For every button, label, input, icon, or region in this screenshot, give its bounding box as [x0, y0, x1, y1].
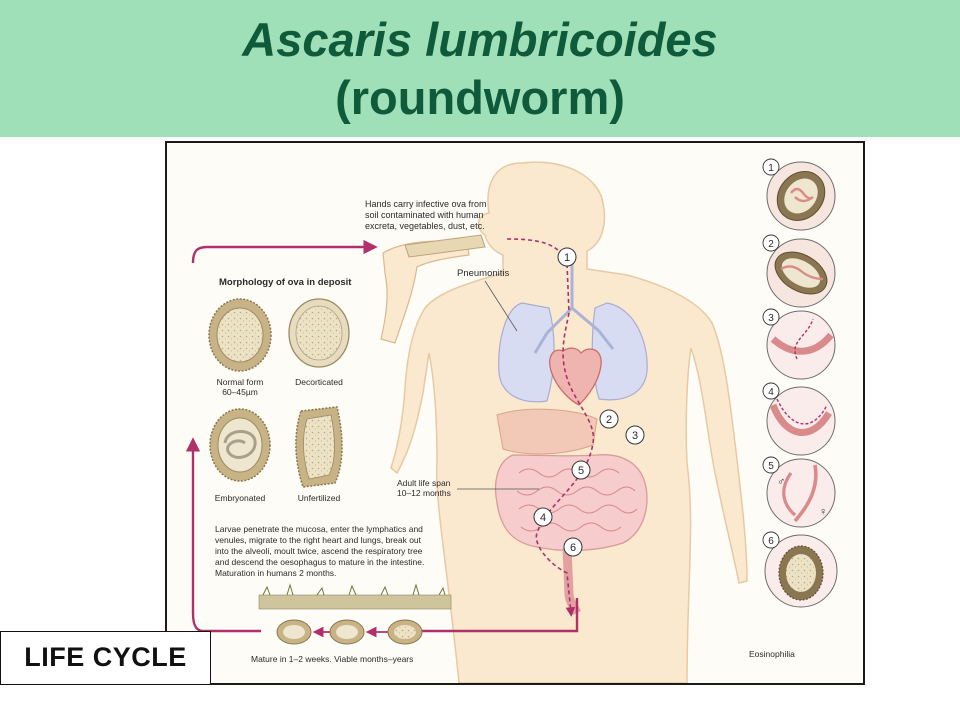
side-panel-6 [764, 534, 838, 608]
side-step-3: 3 [762, 308, 780, 326]
hands-caption-2: soil contaminated with human [365, 210, 484, 220]
morphology-title: Morphology of ova in deposit [219, 277, 352, 288]
mature-text: Mature in 1–2 weeks. Viable months–years [251, 654, 413, 664]
soil-strip [258, 594, 452, 610]
ovum-decorticated-label: Decorticated [295, 377, 343, 387]
life-cycle-label-box: LIFE CYCLE [0, 631, 211, 685]
ovum-embryonated [209, 408, 271, 482]
ovum-normal-label: Normal form [217, 377, 264, 387]
larvae-text-3: into the alveoli, moult twice, ascend th… [215, 546, 423, 556]
transmission-cycle-arrow [391, 598, 579, 639]
title-band [0, 0, 960, 137]
ovum-normal [208, 298, 272, 372]
eosinophilia-label: Eosinophilia [749, 649, 795, 659]
body-step-6: 6 [563, 537, 583, 557]
hands-caption-1: Hands carry infective ova from [365, 199, 487, 209]
side-step-5: 5 [762, 456, 780, 474]
svg-text:2: 2 [606, 414, 612, 426]
ovum-normal-size: 60–45µm [222, 387, 258, 397]
adult-life-label-2: 10–12 months [397, 488, 451, 498]
svg-text:6: 6 [768, 536, 774, 547]
right-lung [591, 302, 648, 401]
ovum-embryonated-label: Embryonated [215, 493, 266, 503]
left-lung [498, 302, 555, 403]
grass-tufts [262, 583, 446, 596]
larvae-text-4: and descend the oesophagus to mature in … [215, 557, 424, 567]
side-step-4: 4 [762, 382, 780, 400]
heart [549, 347, 602, 406]
body-step-1: 1 [557, 247, 577, 267]
svg-text:3: 3 [768, 313, 774, 324]
soil-egg-1 [276, 619, 312, 645]
held-object [404, 234, 486, 258]
body-step-5: 5 [571, 460, 591, 480]
intestine-coils [516, 468, 638, 532]
life-cycle-diagram: 1 2 3 4 5 6 Hands carry infective ova fr… [185, 158, 838, 683]
adult-life-label-1: Adult life span [397, 478, 451, 488]
side-panel-3 [766, 310, 836, 380]
svg-text:4: 4 [768, 387, 774, 398]
slide-title: Ascaris lumbricoides [242, 13, 718, 66]
liver [496, 408, 598, 455]
soil-egg-2 [329, 619, 365, 645]
svg-text:1: 1 [768, 163, 774, 174]
body-step-3: 3 [625, 425, 645, 445]
ovum-unfertilized-label: Unfertilized [298, 493, 341, 503]
svg-text:6: 6 [570, 542, 576, 554]
side-panel-4 [766, 386, 836, 456]
female-symbol: ♀ [819, 506, 827, 518]
soil-egg-3 [387, 619, 423, 645]
larvae-text-1: Larvae penetrate the mucosa, enter the l… [215, 524, 423, 534]
svg-text:1: 1 [564, 252, 570, 264]
side-step-1: 1 [762, 158, 780, 176]
larvae-text-5: Maturation in humans 2 months. [215, 568, 336, 578]
ingestion-arrow [191, 239, 378, 264]
life-cycle-figure: 1 2 3 4 5 6 Hands carry infective ova fr… [165, 141, 865, 685]
slide-subtitle: (roundworm) [335, 71, 625, 124]
pneumonitis-leader [484, 280, 518, 332]
life-cycle-label: LIFE CYCLE [24, 642, 187, 672]
side-step-6: 6 [762, 531, 780, 549]
pneumonitis-label: Pneumonitis [457, 268, 510, 279]
hands-caption-3: excreta, vegetables, dust, etc. [365, 221, 485, 231]
svg-text:2: 2 [768, 239, 774, 250]
svg-text:5: 5 [768, 461, 774, 472]
side-panel-2 [766, 238, 836, 308]
ovum-unfertilized [295, 406, 343, 488]
side-panel-1 [766, 161, 836, 231]
ovum-decorticated [288, 298, 350, 368]
svg-text:3: 3 [632, 430, 638, 442]
svg-text:5: 5 [578, 465, 584, 477]
svg-text:4: 4 [540, 512, 546, 524]
side-step-2: 2 [762, 234, 780, 252]
body-step-2: 2 [599, 409, 619, 429]
side-panel-5: ♂ ♀ [766, 458, 836, 528]
larvae-text-2: venules, migrate to the right heart and … [215, 535, 422, 545]
small-intestine [494, 454, 648, 552]
male-symbol: ♂ [777, 476, 785, 488]
return-cycle-arrow [185, 437, 261, 633]
bronchial-tree [533, 253, 615, 354]
body-step-4: 4 [533, 507, 553, 527]
